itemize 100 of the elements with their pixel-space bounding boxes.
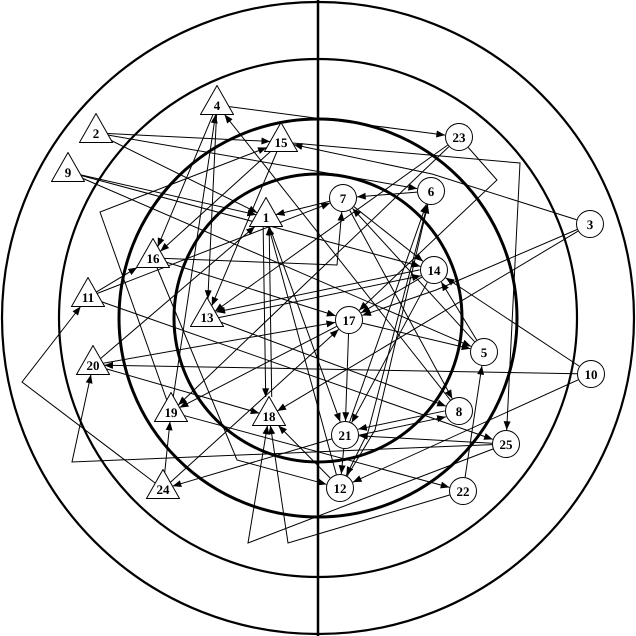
arrow: [358, 147, 498, 311]
triangle-node: [264, 122, 298, 152]
node-number: 14: [428, 262, 440, 278]
node-number: 7: [340, 190, 346, 206]
arrow: [106, 368, 260, 414]
arrow: [275, 200, 330, 216]
arrow: [464, 365, 484, 478]
arrow: [356, 192, 418, 200]
triangle-node: [154, 392, 188, 422]
node-number: 5: [480, 344, 488, 360]
arrow: [292, 142, 521, 431]
node-number: 9: [64, 164, 72, 180]
node-number: 21: [338, 428, 352, 442]
node-number: 6: [428, 184, 434, 198]
arrow: [224, 114, 451, 401]
circle-node: [417, 177, 445, 205]
arrow: [349, 210, 453, 400]
arrow: [360, 276, 422, 314]
arrow: [293, 143, 578, 220]
arrow: [338, 448, 346, 475]
node-number: 10: [584, 366, 598, 382]
circle-node: [420, 256, 448, 284]
node-number: 2: [92, 126, 100, 140]
node-number: 22: [456, 484, 470, 498]
triangle-node: [71, 277, 105, 307]
arrow: [184, 415, 450, 488]
circle-node: [577, 360, 605, 388]
circle-node: [326, 474, 354, 502]
circle-node: [576, 210, 604, 238]
node-number: 3: [586, 216, 594, 232]
triangle-node: [76, 345, 110, 375]
arrow: [96, 267, 138, 293]
node-number: 4: [214, 98, 220, 112]
arrow: [172, 438, 332, 488]
arrow: [82, 178, 472, 347]
arrow: [362, 229, 578, 316]
arrow: [110, 140, 258, 214]
arrow: [228, 106, 446, 138]
arrow: [166, 262, 336, 316]
circle-node: [445, 397, 473, 425]
circle-node: [445, 123, 473, 151]
node-number: 8: [456, 404, 462, 418]
node-number: 11: [82, 290, 94, 304]
circle-node: [329, 184, 357, 212]
arrow: [178, 146, 450, 406]
node-number: 19: [164, 404, 178, 420]
triangle-node: [136, 238, 170, 268]
arrow: [80, 174, 257, 216]
arrow: [352, 208, 476, 342]
arrow: [342, 334, 350, 422]
arrow: [362, 322, 471, 350]
node-number: 16: [146, 250, 160, 266]
node-number: 15: [274, 134, 288, 150]
arrow: [358, 410, 446, 431]
arrow: [349, 204, 427, 422]
triangle-node: [79, 113, 113, 143]
arrow: [358, 432, 493, 444]
arrow: [262, 226, 270, 398]
arrow: [172, 114, 218, 398]
arrow: [440, 281, 478, 341]
arrow: [100, 226, 256, 360]
triangle-node: [190, 297, 224, 327]
node-number: 1: [262, 210, 270, 224]
circle-node: [492, 430, 520, 458]
arrow: [156, 267, 327, 486]
arrow: [71, 374, 492, 463]
arrow: [247, 425, 494, 544]
arrow: [108, 134, 418, 191]
circle-node: [470, 338, 498, 366]
node-number: 23: [452, 130, 466, 144]
arrow: [102, 320, 336, 364]
triangle-node: [252, 396, 286, 426]
node-number: 12: [334, 480, 346, 496]
arrow: [170, 328, 340, 483]
arrow: [266, 226, 273, 398]
triangle-node: [200, 85, 234, 115]
arrow: [268, 226, 341, 422]
arrow: [268, 425, 450, 544]
arrow: [99, 147, 268, 400]
arrow: [220, 322, 446, 407]
arrow: [214, 144, 448, 312]
triangle-node: [51, 152, 85, 182]
arrow: [351, 282, 428, 424]
circle-node: [335, 306, 363, 334]
arrow: [21, 306, 156, 484]
arrow: [164, 211, 344, 266]
arrow: [101, 301, 494, 440]
arrow: [204, 114, 218, 300]
arrow: [164, 421, 173, 473]
arrow: [211, 151, 278, 306]
circle-node: [331, 421, 359, 449]
node-number: 24: [156, 482, 170, 496]
arrow: [157, 114, 214, 248]
arrow: [278, 425, 331, 479]
arrow: [80, 175, 421, 268]
arrow: [106, 133, 271, 145]
node-number: 25: [500, 436, 512, 452]
arrow: [160, 151, 272, 252]
circle-node: [449, 477, 477, 505]
triangle-node: [146, 469, 180, 499]
